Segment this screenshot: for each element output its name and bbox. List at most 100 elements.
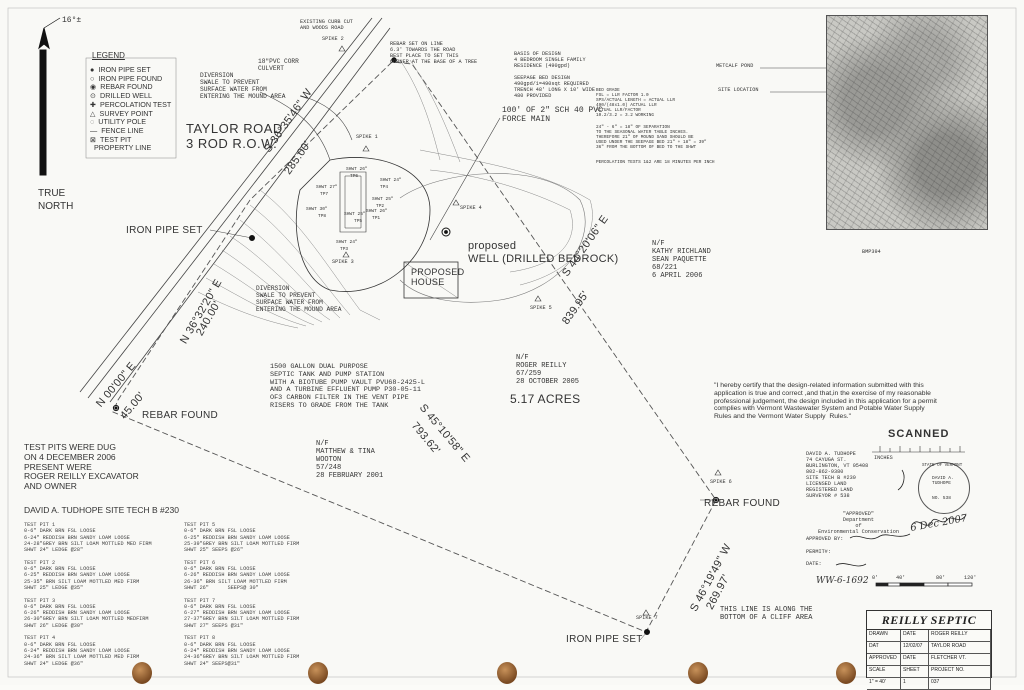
legend-label: IRON PIPE FOUND (98, 73, 163, 83)
spike-5-label: SPIKE 5 (530, 305, 552, 311)
thumbtack-icon (308, 662, 328, 684)
pit-label: SHWT 25" (372, 197, 394, 202)
bed-grade-note: BED GRADE FSL = LLR FACTOR 1.0 SPS/ACTUA… (596, 88, 676, 119)
thumbtack-icon (132, 662, 152, 684)
well-icon (441, 227, 451, 237)
north-true-label: TRUE (38, 188, 66, 199)
separation-note: 24" - 6" = 18" OF SEPARATION TO THE SEAS… (596, 125, 707, 151)
legend-label: DRILLED WELL (100, 91, 152, 101)
thumbtack-icon (497, 662, 517, 684)
rebar-found-right-label: REBAR FOUND (704, 498, 781, 509)
iron-pipe-set-bottom-label: IRON PIPE SET (566, 634, 643, 645)
legend-item: ●IRON PIPE SET (90, 65, 171, 75)
road-name: TAYLOR ROAD (186, 121, 283, 136)
seal-number: NO. 538 (932, 496, 951, 501)
surveyor-seal (918, 462, 970, 514)
legend-item: ✚PERCOLATION TEST (90, 99, 172, 110)
legend-item: ◌UTILITY POLE (90, 118, 171, 127)
thumbtack-icon (688, 662, 708, 684)
clearing-outline (399, 173, 586, 303)
pit-label: SHWT 27" (316, 185, 338, 190)
north-arrow-icon (38, 17, 61, 176)
legend-item: —FENCE LINE (90, 125, 171, 136)
legend-label: SURVEY POINT (99, 108, 153, 118)
spike-1-label: SPIKE 1 (356, 134, 378, 140)
legend-item: PROPERTY LINE (90, 144, 171, 153)
tb-cell: 1" = 40' (867, 678, 901, 690)
permit-number: WW-6-1692 (816, 576, 869, 586)
legend-label: FENCE LINE (101, 125, 144, 135)
curb-cut-note: EXISTING CURB CUT AND WOODS ROAD (300, 19, 353, 31)
iron-pipe-set-label: IRON PIPE SET (126, 225, 203, 236)
cliff-note: THIS LINE IS ALONG THE BOTTOM OF A CLIFF… (720, 606, 813, 623)
spike-1-icon (362, 145, 370, 152)
legend-list: ●IRON PIPE SET ○IRON PIPE FOUND ◉REBAR F… (90, 65, 172, 153)
tb-cell: 1 (901, 678, 929, 690)
scale-tick-0: 0' (872, 575, 879, 581)
tb-cell: FLETCHER VT. (929, 654, 991, 666)
pit-label: TP3 (340, 247, 349, 252)
tb-cell: DAT (867, 642, 901, 654)
permit-label: PERMIT#: (806, 549, 831, 555)
tb-cell: SHEET (901, 666, 929, 678)
surveyor-block: DAVID A. TUDHOPE 74 CAYUGA ST. BURLINGTO… (806, 451, 869, 499)
pit-label: SHWT 30" (306, 207, 328, 212)
scale-tick-1: 40' (896, 575, 906, 581)
legend-item: ⊠TEST PIT (90, 134, 171, 145)
legend-symbol: ● (90, 65, 95, 74)
pit-label: TP1 (372, 216, 381, 221)
culvert-note: 18"PVC CORR CULVERT (258, 58, 299, 73)
leader-lines (209, 67, 870, 641)
pit-label: SHWT 25" (344, 212, 366, 217)
location-map (826, 15, 988, 230)
pit-label: TP7 (320, 192, 329, 197)
proposed-well-label: proposed WELL (DRILLED BEDROCK) (468, 240, 619, 265)
legend-label: TEST PIT (100, 134, 132, 144)
tb-cell: 12/02/07 (901, 642, 929, 654)
legend-symbol: ◌ (90, 117, 95, 127)
spike-6-label: SPIKE 6 (710, 479, 732, 485)
mound-area (295, 157, 431, 292)
proposed-house (403, 261, 459, 299)
spike-4-icon (452, 199, 460, 206)
pipe-markers (112, 57, 720, 635)
spike-7-icon (642, 609, 650, 616)
force-main-note: 100' OF 2" SCH 40 PVC FORCE MAIN (502, 106, 603, 125)
legend-label: UTILITY POLE (98, 117, 147, 127)
taylor-road (79, 17, 391, 403)
tb-cell: APPROVED (867, 654, 901, 666)
test-pit-logs-left: TEST PIT 1 0-6" DARK BRN FSL LOOSE 6-24"… (24, 522, 152, 667)
spike-3-label: SPIKE 3 (332, 259, 354, 265)
diversion-top-note: DIVERSION SWALE TO PREVENT SURFACE WATER… (200, 72, 286, 101)
design-basis: BASIS OF DESIGN 4 BEDROOM SINGLE FAMILY … (514, 51, 595, 99)
legend-label: REBAR FOUND (100, 82, 153, 92)
pit-label: SHWT 24" (380, 178, 402, 183)
spike-2-label: SPIKE 2 (322, 36, 344, 42)
spike-3-icon (342, 251, 350, 258)
spike-4-label: SPIKE 4 (460, 205, 482, 211)
pit-label: SHWT 26" (346, 167, 368, 172)
percolation-note: PERCOLATION TESTS 1&2 ARE 18 MINUTES PER… (596, 160, 715, 165)
neighbor-reilly: N/F ROGER REILLY 67/259 28 OCTOBER 2005 (516, 354, 580, 387)
legend-item: ⊙DRILLED WELL (90, 91, 171, 101)
inches-label: INCHES (874, 455, 893, 461)
seal-name: DAVID A. TUDHOPE (932, 476, 954, 487)
septic-tank-note: 1500 GALLON DUAL PURPOSE SEPTIC TANK AND… (270, 363, 425, 411)
survey-points (338, 45, 722, 616)
pit-label: SHWT 24" (336, 240, 358, 245)
pit-label: TP2 (376, 204, 385, 209)
legend-label: PROPERTY LINE (94, 143, 152, 153)
rebar-found-left-label: REBAR FOUND (142, 410, 219, 421)
metcalf-pond-label: METCALF POND (716, 63, 754, 69)
neighbor-wooton: N/F MATTHEW & TINA WOOTON 57/248 28 FEBR… (316, 440, 384, 481)
pit-label: TP8 (318, 214, 327, 219)
tb-cell: 037 (929, 678, 991, 690)
acreage: 5.17 ACRES (510, 392, 581, 406)
pit-label: TP4 (380, 185, 389, 190)
legend-item: △SURVEY POINT (90, 108, 171, 119)
approved-by-label: APPROVED BY: (806, 536, 844, 542)
legend-label: PERCOLATION TEST (100, 99, 172, 109)
neighbor-richland: N/F KATHY RICHLAND SEAN PAQUETTE 68/221 … (652, 240, 711, 281)
legend-symbol: — (90, 125, 98, 135)
